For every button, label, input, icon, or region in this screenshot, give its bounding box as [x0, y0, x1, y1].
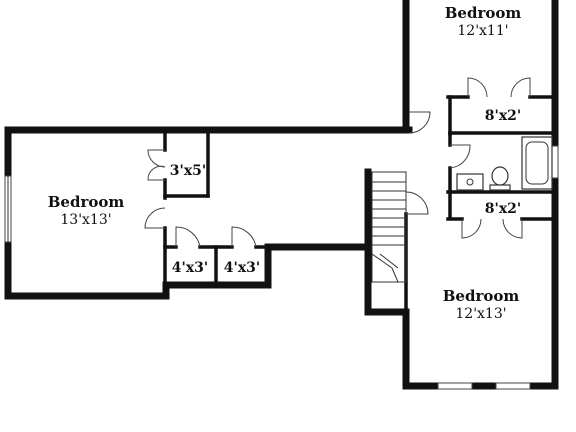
windows [4, 145, 559, 390]
closet-dims-right-upper: 8'x2' [485, 108, 521, 124]
toilet-tank [489, 184, 511, 191]
room-labels: Bedroom 12'x11' Bedroom 13'x13' Bedroom … [48, 4, 522, 322]
bathroom-fixtures [456, 136, 553, 191]
closet-dims-right-lower: 8'x2' [485, 201, 521, 217]
window-bottom-1 [437, 382, 473, 390]
closet-dims-left-lower-1: 4'x3' [172, 260, 208, 276]
room-dims-left: 13'x13' [60, 212, 111, 228]
door-swings [144, 77, 531, 248]
closet-dims-left-lower-2: 4'x3' [224, 260, 260, 276]
sink [456, 173, 484, 191]
room-name-bottom-right: Bedroom [443, 287, 520, 305]
room-dims-bottom-right: 12'x13' [455, 306, 506, 322]
staircase [371, 171, 407, 283]
room-dims-top-right: 12'x11' [457, 23, 508, 39]
room-name-top-right: Bedroom [445, 4, 522, 22]
window-right-bath [551, 145, 559, 179]
closet-dims-left-upper: 3'x5' [170, 163, 206, 179]
closet-labels: 3'x5' 4'x3' 4'x3' 8'x2' 8'x2' [170, 108, 521, 276]
room-name-left: Bedroom [48, 193, 125, 211]
toilet-bowl [491, 166, 509, 186]
window-bottom-2 [495, 382, 531, 390]
